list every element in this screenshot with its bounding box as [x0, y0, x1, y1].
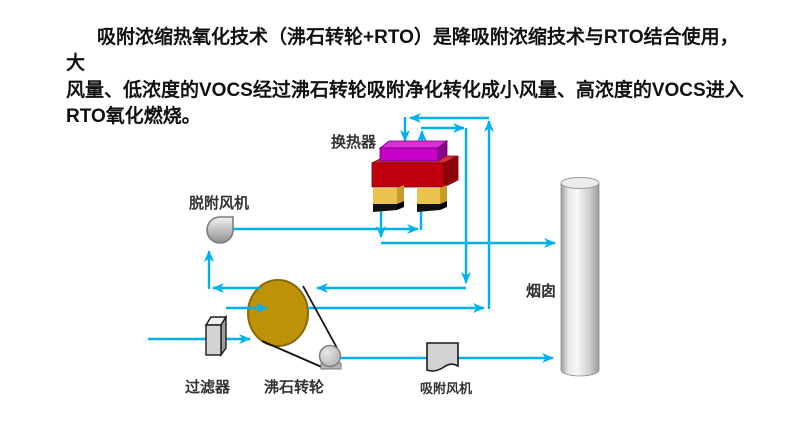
label-desorption-fan: 脱附风机	[189, 194, 249, 212]
adsorption-fan-icon	[426, 342, 459, 372]
filter-box	[204, 314, 228, 358]
chimney-shape	[560, 177, 600, 377]
label-filter: 过滤器	[185, 378, 231, 396]
rto-leg-left	[373, 188, 397, 204]
rto-leg-right	[417, 188, 440, 204]
label-chimney: 烟囱	[526, 282, 556, 300]
filter-front	[205, 324, 222, 356]
rto-leg-right-foot	[417, 204, 440, 212]
rto-leg-right-foot-side	[440, 201, 447, 210]
label-heat-exchanger: 换热器	[331, 133, 377, 151]
intro-line-1: 吸附浓缩热氧化技术（沸石转轮+RTO）是降吸附浓缩技术与RTO结合使用，大	[66, 27, 739, 75]
hx-front	[379, 147, 439, 162]
rto-leg-left-foot	[373, 204, 397, 212]
label-adsorption-fan: 吸附风机	[420, 381, 472, 396]
rto-leg-right-side	[440, 185, 447, 204]
label-zeolite-wheel: 沸石转轮	[264, 378, 324, 396]
zeolite-wheel-shape	[247, 279, 309, 347]
intro-line-2: 风量、低浓度的VOCS经过沸石转轮吸附净化转化成小风量、高浓度的VOCS进入	[66, 79, 744, 101]
desorption-fan-icon	[206, 216, 234, 244]
wheel-belt	[261, 285, 338, 369]
intro-line-3: RTO氧化燃烧。	[66, 105, 201, 127]
rto-leg-left-foot-side	[397, 201, 404, 210]
filter-side-face	[220, 314, 227, 358]
wheel-motor-pulley	[318, 344, 342, 370]
hx-top-face	[378, 140, 449, 149]
rto-unit	[371, 140, 459, 212]
intro-paragraph: 吸附浓缩热氧化技术（沸石转轮+RTO）是降吸附浓缩技术与RTO结合使用，大 风量…	[66, 25, 746, 130]
rto-body-front	[371, 162, 445, 188]
rto-leg-left-side	[397, 185, 404, 204]
